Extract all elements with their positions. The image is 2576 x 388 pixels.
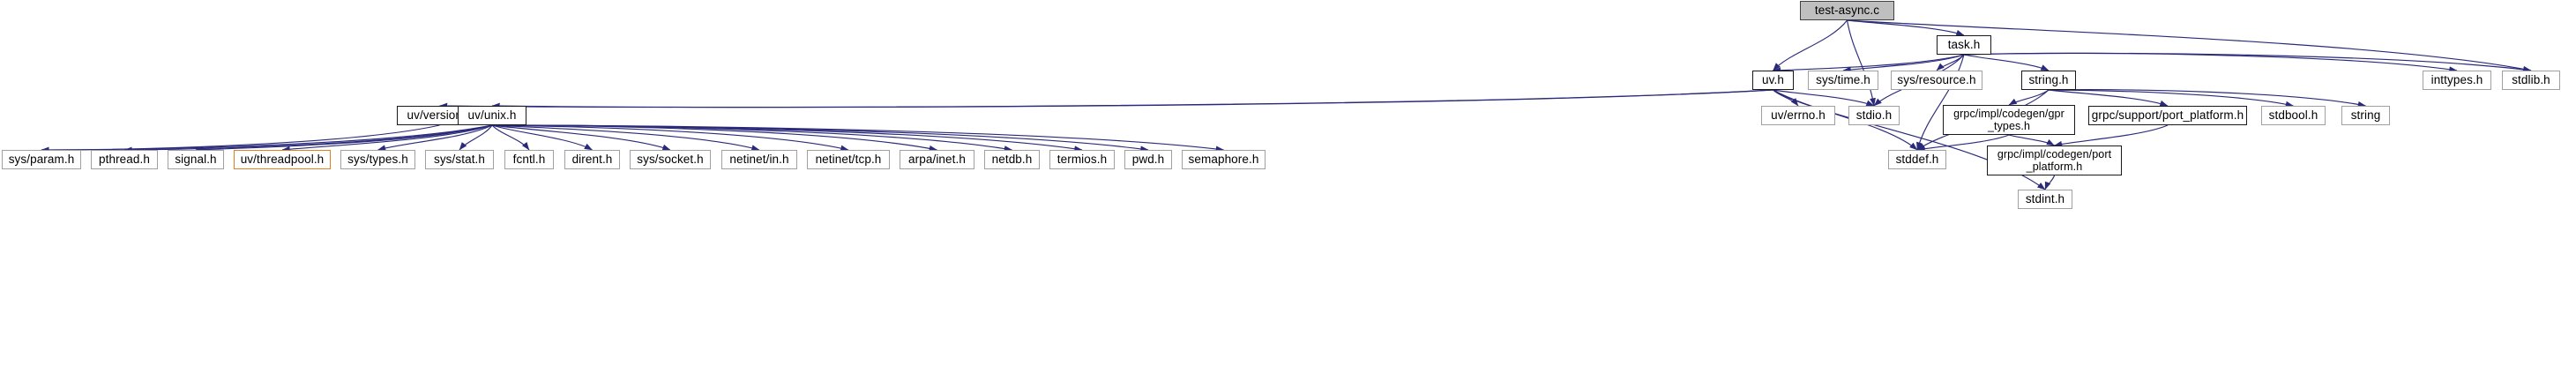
graph-node-fcntl-h[interactable]: fcntl.h (504, 150, 554, 169)
graph-node-pwd-h[interactable]: pwd.h (1124, 150, 1172, 169)
graph-edge (1842, 54, 1965, 73)
graph-edge (491, 89, 1773, 109)
graph-node-termios-h[interactable]: termios.h (1049, 150, 1115, 169)
graph-edge (2048, 89, 2169, 107)
graph-edge (281, 124, 493, 153)
graph-node-uv-threadpool-h[interactable]: uv/threadpool.h (234, 150, 331, 169)
graph-node-netinet-tcp-h[interactable]: netinet/tcp.h (807, 150, 890, 169)
graph-edge (1847, 19, 1965, 36)
graph-node-netdb-h[interactable]: netdb.h (984, 150, 1040, 169)
graph-node-test-async-c[interactable]: test-async.c (1800, 1, 1894, 20)
graph-edge (491, 124, 937, 152)
graph-edge (1963, 52, 2458, 73)
graph-node-task-h[interactable]: task.h (1937, 35, 1991, 55)
graph-node-sys-time-h[interactable]: sys/time.h (1808, 71, 1878, 90)
graph-edge (123, 124, 493, 153)
graph-edge (459, 124, 493, 151)
graph-node-sys-resource-h[interactable]: sys/resource.h (1891, 71, 1982, 90)
graph-edge (491, 124, 1224, 153)
graph-node-grpc-impl-codegen-port-platform-h[interactable]: grpc/impl/codegen/port _platform.h (1987, 146, 2122, 175)
graph-edge (2008, 89, 2050, 106)
graph-node-string[interactable]: string (2341, 106, 2390, 125)
graph-node-sys-param-h[interactable]: sys/param.h (2, 150, 81, 169)
graph-node-arpa-inet-h[interactable]: arpa/inet.h (900, 150, 974, 169)
graph-edge (2048, 89, 2294, 108)
graph-node-stdbool-h[interactable]: stdbool.h (2261, 106, 2326, 125)
graph-edge (195, 124, 493, 153)
graph-edge (1936, 54, 1965, 71)
graph-edge (491, 124, 671, 151)
graph-node-stddef-h[interactable]: stddef.h (1888, 150, 1946, 169)
graph-node-uv-h[interactable]: uv.h (1752, 71, 1794, 90)
graph-node-sys-socket-h[interactable]: sys/socket.h (630, 150, 711, 169)
graph-edge (439, 89, 1773, 109)
graph-edge (2044, 175, 2056, 190)
graph-edge (491, 124, 530, 151)
graph-node-uv-unix-h[interactable]: uv/unix.h (458, 106, 526, 125)
graph-edge (2048, 89, 2366, 108)
graph-edge (41, 124, 440, 153)
graph-node-dirent-h[interactable]: dirent.h (564, 150, 620, 169)
graph-node-inttypes-h[interactable]: inttypes.h (2423, 71, 2491, 90)
graph-edge (2008, 134, 2055, 146)
graph-edge (1773, 89, 1875, 107)
graph-node-string-h[interactable]: string.h (2021, 71, 2076, 90)
graph-edge (491, 124, 593, 151)
graph-node-sys-types-h[interactable]: sys/types.h (340, 150, 415, 169)
graph-edge (1963, 52, 2532, 73)
graph-node-stdint-h[interactable]: stdint.h (2018, 190, 2072, 209)
graph-edge (377, 124, 493, 152)
graph-edge (1916, 54, 1965, 151)
graph-edge (1846, 19, 1876, 107)
graph-edge (1773, 89, 1799, 107)
graph-edge (491, 124, 1012, 152)
graph-edge (1773, 54, 1965, 74)
graph-node-stdio-h[interactable]: stdio.h (1848, 106, 1900, 125)
graph-node-grpc-support-port-platform-h[interactable]: grpc/support/port_platform.h (2088, 106, 2247, 125)
graph-edge (491, 124, 1083, 153)
graph-edge (1963, 54, 2050, 71)
graph-node-uv-errno-h[interactable]: uv/errno.h (1761, 106, 1835, 125)
graph-node-semaphore-h[interactable]: semaphore.h (1182, 150, 1266, 169)
graph-edge (41, 124, 493, 153)
graph-edge (1773, 19, 1848, 71)
graph-node-stdlib-h[interactable]: stdlib.h (2502, 71, 2560, 90)
graph-edge (491, 124, 1149, 153)
graph-node-netinet-in-h[interactable]: netinet/in.h (721, 150, 797, 169)
graph-node-grpc-impl-codegen-gpr-types-h[interactable]: grpc/impl/codegen/gpr _types.h (1943, 105, 2075, 135)
graph-node-signal-h[interactable]: signal.h (168, 150, 224, 169)
graph-edge (491, 124, 760, 152)
graph-node-sys-stat-h[interactable]: sys/stat.h (425, 150, 494, 169)
graph-edge (491, 124, 849, 152)
graph-node-pthread-h[interactable]: pthread.h (91, 150, 158, 169)
